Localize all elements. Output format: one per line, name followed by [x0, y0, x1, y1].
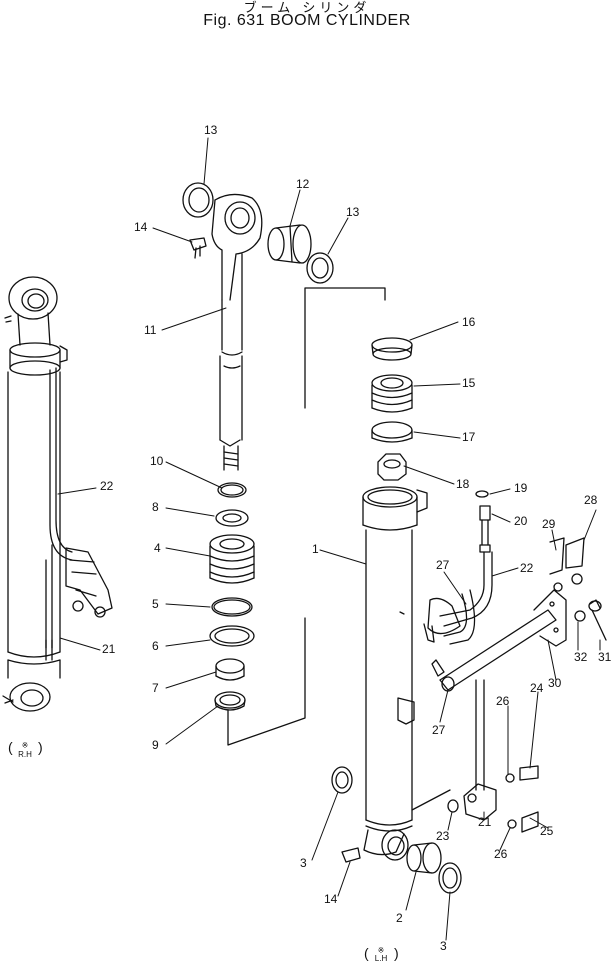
- callout-30: 30: [548, 676, 562, 690]
- callout-13: 13: [346, 205, 360, 219]
- callout-25: 25: [540, 824, 554, 838]
- callout-24: 24: [530, 681, 544, 695]
- callout-27: 27: [432, 723, 446, 737]
- callout-3: 3: [440, 939, 447, 953]
- callout-22: 22: [520, 561, 534, 575]
- callout-12: 12: [296, 177, 310, 191]
- callout-14: 14: [134, 220, 148, 234]
- callout-13: 13: [204, 123, 218, 137]
- piston-rod-group: [182, 182, 386, 746]
- callout-26: 26: [494, 847, 508, 861]
- callout-3: 3: [300, 856, 307, 870]
- callout-18: 18: [456, 477, 470, 491]
- callout-14: 14: [324, 892, 338, 906]
- lh-mark: ※: [378, 946, 385, 955]
- callout-32: 32: [574, 650, 588, 664]
- callout-labels: 13 12 14 13 11 16 15 17 10 18 19 8 20 22…: [100, 123, 612, 953]
- callout-21: 21: [102, 642, 116, 656]
- title-japanese: ブーム シリンダ: [243, 1, 371, 16]
- lh-paren-close: ): [394, 945, 399, 961]
- lh-paren-open: (: [364, 945, 369, 961]
- callout-1: 1: [312, 542, 319, 556]
- callout-19: 19: [514, 481, 528, 495]
- leader-lines: [57, 137, 601, 941]
- callout-15: 15: [462, 376, 476, 390]
- rh-cylinder-assembly: [2, 276, 113, 712]
- callout-11: 11: [144, 323, 157, 337]
- callout-10: 10: [150, 454, 164, 468]
- callout-8: 8: [152, 500, 159, 514]
- callout-22: 22: [100, 479, 114, 493]
- callout-2: 2: [396, 911, 403, 925]
- rh-mark: ※: [22, 741, 29, 750]
- callout-16: 16: [462, 315, 476, 329]
- callout-17: 17: [462, 430, 476, 444]
- lh-label: L.H: [375, 954, 388, 962]
- callout-21: 21: [478, 815, 492, 829]
- rh-label: R.H: [18, 750, 32, 759]
- piping-and-bracket: [411, 490, 607, 833]
- callout-9: 9: [152, 738, 159, 752]
- side-labels: ( ※ R.H ) ( ※ L.H ): [8, 739, 399, 962]
- callout-27: 27: [436, 558, 450, 572]
- callout-6: 6: [152, 639, 159, 653]
- callout-20: 20: [514, 514, 528, 528]
- callout-4: 4: [154, 541, 161, 555]
- rh-paren-close: ): [38, 739, 43, 755]
- callout-29: 29: [542, 517, 556, 531]
- rh-paren-open: (: [8, 739, 13, 755]
- callout-26: 26: [496, 694, 510, 708]
- cylinder-tube: [331, 337, 462, 894]
- figure-title: Fig. 631 BOOM CYLINDER: [203, 12, 411, 29]
- callout-5: 5: [152, 597, 159, 611]
- callout-28: 28: [584, 493, 598, 507]
- callout-23: 23: [436, 829, 450, 843]
- callout-31: 31: [598, 650, 612, 664]
- callout-7: 7: [152, 681, 159, 695]
